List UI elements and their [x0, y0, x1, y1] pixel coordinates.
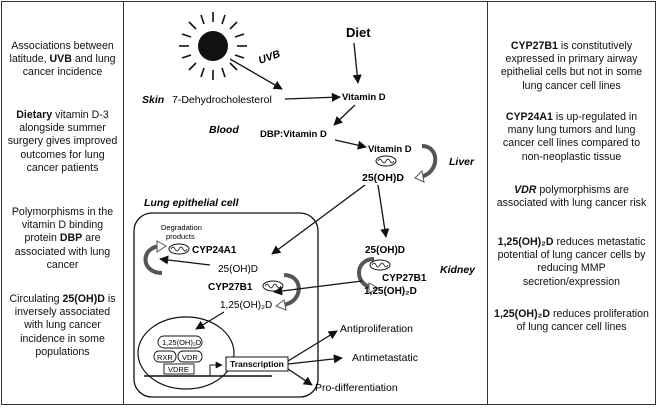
- left-para-latitude-bold: UVB: [49, 53, 72, 66]
- right-para-vdr: VDR polymorphisms are associated with lu…: [492, 184, 651, 210]
- vdr-label: VDR: [182, 353, 198, 362]
- right-para-vdr-text: polymorphisms are associated with lung c…: [496, 184, 647, 210]
- dbp-vitd-label: DBP:Vitamin D: [260, 129, 327, 140]
- left-para-circulating-bold: 25(OH)D: [62, 293, 105, 305]
- left-para-latitude-text-end: and lung cancer incidence: [22, 53, 116, 79]
- ohd-cell-label: 25(OH)D: [218, 264, 258, 275]
- degradation-products-label: products: [166, 232, 195, 241]
- ohd-to-degradation-arrow: [159, 255, 211, 266]
- vdr-box: [177, 350, 203, 363]
- calcitriol-nucleus-label: 1,25(OH)₂D: [162, 338, 202, 347]
- mitochondrion-kidney-icon: [369, 259, 391, 271]
- liver-label: Liver: [449, 156, 475, 168]
- lung-cell-membrane: [133, 212, 319, 398]
- cyp27b1-kidney-label: CYP27B1: [382, 273, 427, 284]
- left-para-latitude-text: Associations between latitude,: [9, 40, 114, 66]
- to-antiproliferation-arrow: [287, 330, 338, 362]
- liver-to-cell-arrow: [271, 184, 366, 255]
- skin-label: Skin: [142, 94, 164, 106]
- vdre-label: VDRE: [168, 365, 189, 374]
- vitd-liver-label: Vitamin D: [368, 144, 412, 155]
- right-panel: CYP27B1 is constitutively expressed in p…: [487, 2, 655, 404]
- mitochondrion-cyp27b1-cell-icon: [262, 280, 284, 292]
- cyp24a1-label: CYP24A1: [192, 245, 237, 256]
- left-para-circulating-text-end: is inversely associated with lung cancer…: [14, 293, 116, 358]
- sun-icon: [179, 12, 247, 80]
- left-para-dbp: Polymorphisms in the vitamin D binding p…: [6, 206, 119, 272]
- transcription-start-arrow: [209, 361, 223, 376]
- right-para-cyp24a1: CYP24A1 is up-regulated in many lung tum…: [492, 111, 651, 164]
- rxr-label: RXR: [157, 353, 173, 362]
- blood-label: Blood: [209, 124, 239, 136]
- calcitriol-kidney-label: 1,25(OH)₂D: [364, 286, 417, 297]
- right-para-metastatic-bold: 1,25(OH)₂D: [497, 236, 554, 248]
- right-para-metastatic-text: reduces metastatic potential of lung can…: [497, 236, 646, 288]
- dehydrocholesterol-label: 7-Dehydrocholesterol: [172, 94, 272, 106]
- to-antimetastatic-arrow: [287, 354, 343, 365]
- left-para-dietary-text: vitamin D-3 alongside summer surgery giv…: [7, 109, 118, 174]
- liver-to-kidney-arrow: [377, 184, 390, 238]
- mitochondrion-liver-icon: [375, 155, 397, 167]
- blood-to-liver-arrow: [334, 139, 367, 150]
- left-para-dbp-text: Polymorphisms in the vitamin D binding p…: [11, 206, 114, 245]
- ohd-liver-label: 25(OH)D: [362, 172, 404, 184]
- vitd-to-blood-arrow: [333, 104, 356, 126]
- right-para-vdr-bold: VDR: [514, 184, 537, 196]
- right-para-proliferation-text: reduces proliferation of lung cancer cel…: [516, 308, 649, 334]
- rxr-box: [153, 350, 177, 363]
- left-para-circulating-text: Circulating: [9, 293, 60, 305]
- uvb-arrow: [229, 58, 283, 90]
- left-para-latitude: Associations between latitude, UVB and l…: [6, 40, 119, 80]
- vitamin-d-pathway-diagram: UVB Diet Skin 7-Dehydrocholesterol Vitam…: [133, 12, 476, 398]
- right-para-cyp27b1-text: is constitutively expressed in primary a…: [500, 40, 643, 92]
- left-para-dbp-bold: DBP: [59, 232, 83, 245]
- calcitriol-nucleus-box: [157, 335, 203, 349]
- vitd-skin-label: Vitamin D: [342, 92, 386, 103]
- calcitriol-to-nucleus-arrow: [195, 311, 225, 330]
- cyp27b1-cell-label: CYP27B1: [208, 282, 253, 293]
- antiproliferation-label: Antiproliferation: [340, 323, 413, 335]
- mitochondrion-cyp24a1-icon: [168, 243, 190, 255]
- left-para-dbp-text-end: are associated with lung cancer: [14, 232, 111, 271]
- right-para-cyp24a1-bold: CYP24A1: [505, 111, 553, 123]
- diet-label: Diet: [346, 25, 371, 40]
- right-para-metastatic: 1,25(OH)₂D reduces metastatic potential …: [492, 236, 651, 289]
- kidney-label: Kidney: [440, 264, 476, 276]
- prodifferentiation-label: Pro-differentiation: [315, 382, 398, 394]
- right-para-proliferation: 1,25(OH)₂D reduces proliferation of lung…: [492, 308, 651, 334]
- ohd-kidney-label: 25(OH)D: [365, 245, 405, 256]
- diet-arrow: [352, 42, 362, 84]
- right-para-cyp24a1-text: is up-regulated in many lung tumors and …: [502, 111, 641, 163]
- lung-cell-label: Lung epithelial cell: [144, 197, 240, 209]
- calcitriol-cell-label: 1,25(OH)₂D: [220, 300, 272, 311]
- right-para-cyp27b1-bold: CYP27B1: [510, 40, 558, 52]
- left-para-dietary: Dietary vitamin D-3 alongside summer sur…: [6, 109, 119, 175]
- left-panel: Associations between latitude, UVB and l…: [2, 2, 124, 404]
- right-para-proliferation-bold: 1,25(OH)₂D: [494, 308, 550, 320]
- degradation-label: Degradation: [161, 223, 202, 232]
- left-para-dietary-bold: Dietary: [16, 109, 53, 121]
- antimetastatic-label: Antimetastatic: [352, 352, 418, 364]
- right-para-cyp27b1: CYP27B1 is constitutively expressed in p…: [492, 40, 651, 93]
- uvb-label: UVB: [257, 48, 282, 67]
- vdre-box: [163, 363, 195, 375]
- skin-to-vitd-arrow: [284, 92, 341, 102]
- left-para-circulating: Circulating 25(OH)D is inversely associa…: [6, 293, 119, 359]
- kidney-to-cell-arrow: [273, 280, 363, 296]
- transcription-label: Transcription: [230, 359, 284, 369]
- nucleus: [137, 316, 235, 390]
- to-prodifferentiation-arrow: [287, 368, 313, 386]
- liver-cycle-arrow: [419, 144, 438, 179]
